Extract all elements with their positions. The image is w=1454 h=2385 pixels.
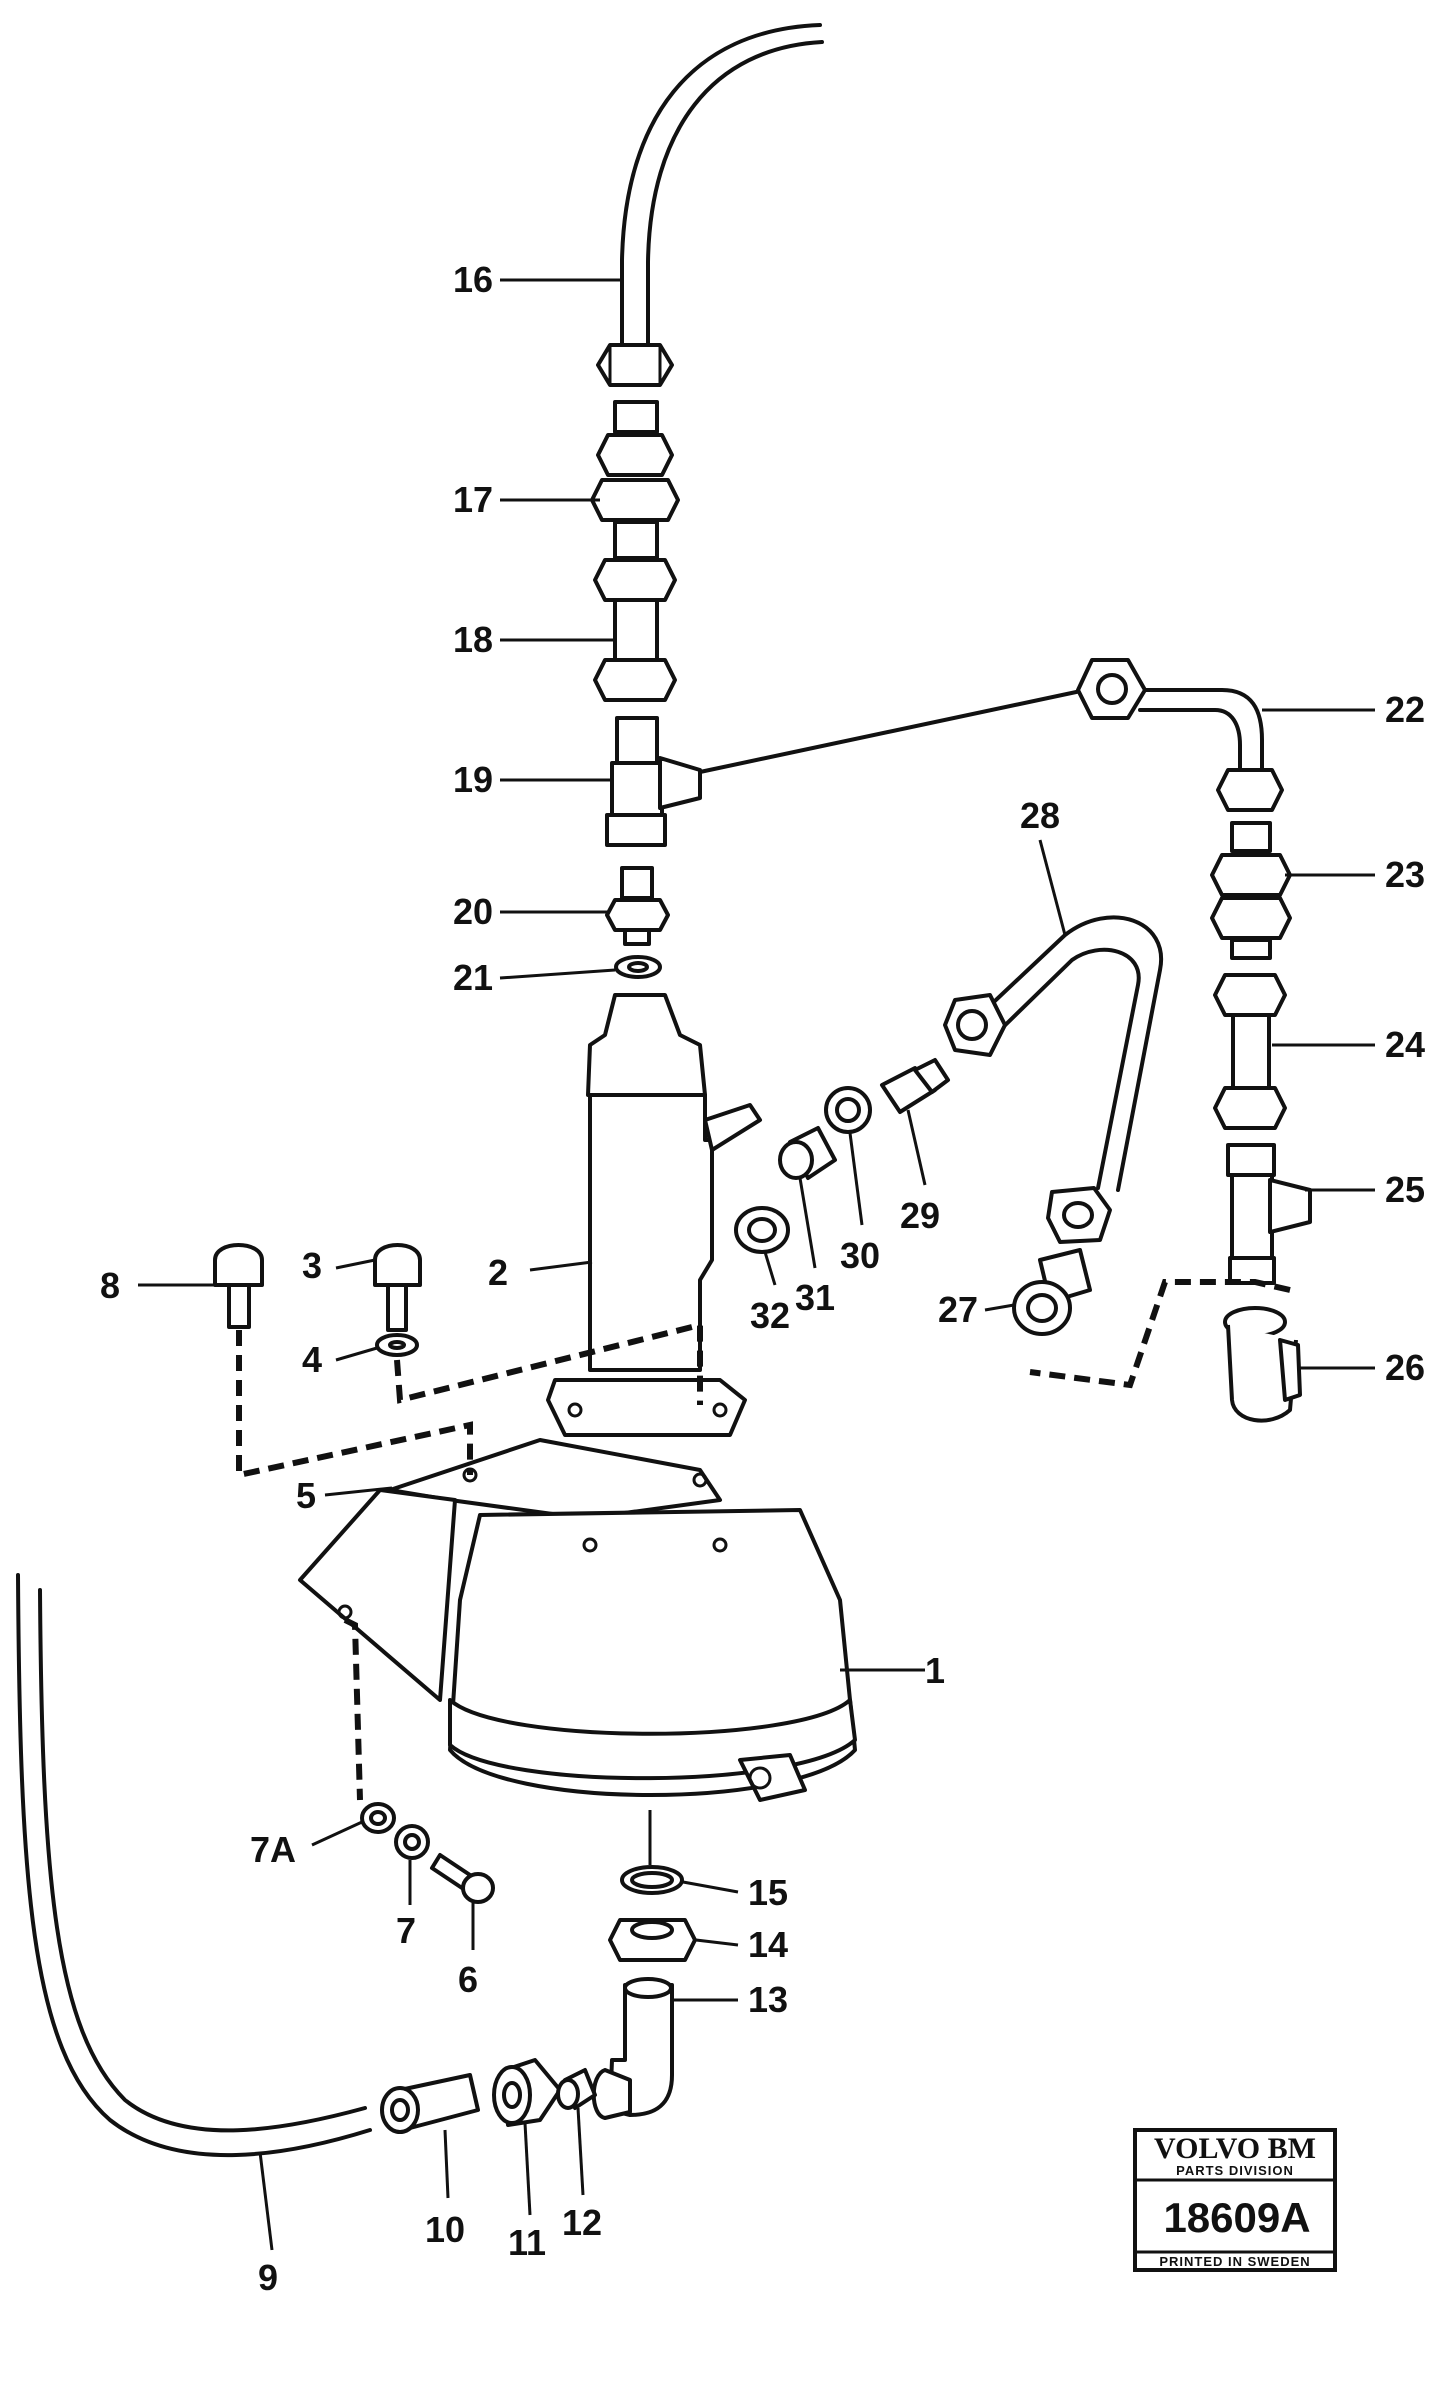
screw-6: [430, 1853, 495, 1904]
label-20: 20: [453, 891, 493, 932]
bracket-5: [298, 1438, 722, 1702]
label-32: 32: [750, 1295, 790, 1336]
label-25: 25: [1385, 1169, 1425, 1210]
union-17: [590, 400, 680, 560]
elbow-26: [1223, 1306, 1302, 1423]
badge-division: PARTS DIVISION: [1176, 2163, 1294, 2178]
washer-7a: [360, 1802, 396, 1834]
label-8: 8: [100, 1265, 120, 1306]
dash-line-8-5: [236, 1330, 473, 1479]
label-30: 30: [840, 1235, 880, 1276]
label-10: 10: [425, 2209, 465, 2250]
label-7: 7: [396, 1910, 416, 1951]
label-21: 21: [453, 957, 493, 998]
pipe-22: [698, 658, 1264, 774]
dash-line-25-27: [1029, 1279, 1291, 1389]
label-9: 9: [258, 2257, 278, 2298]
badge-printed: PRINTED IN SWEDEN: [1159, 2254, 1310, 2269]
label-7a: 7A: [250, 1829, 296, 1870]
washer-32: [734, 1206, 790, 1254]
nut-16: [596, 343, 674, 387]
volvo-bm-badge: VOLVO BM PARTS DIVISION 18609A PRINTED I…: [1133, 2128, 1337, 2272]
nut-22: [1216, 768, 1284, 812]
fitting-29: [880, 1058, 950, 1114]
label-13: 13: [748, 1979, 788, 2020]
label-17: 17: [453, 479, 493, 520]
housing-2: [546, 993, 762, 1437]
nipple-20: [605, 866, 670, 946]
label-23: 23: [1385, 854, 1425, 895]
washer-21: [614, 955, 662, 979]
washer-30: [824, 1086, 872, 1134]
nut-31: [778, 1126, 837, 1180]
label-5: 5: [296, 1475, 316, 1516]
label-6: 6: [458, 1959, 478, 2000]
nut-14: [608, 1918, 697, 1962]
dash-line-5-7a: [343, 1617, 363, 1801]
connector-18: [593, 558, 677, 702]
washer-4: [375, 1333, 419, 1357]
tee-19: [605, 716, 702, 847]
label-11: 11: [508, 2222, 546, 2263]
connector-24: [1213, 973, 1287, 1130]
pipe-9: [16, 1573, 372, 2158]
label-14: 14: [748, 1924, 788, 1965]
bolt-3: [373, 1243, 422, 1332]
label-26: 26: [1385, 1347, 1425, 1388]
label-18: 18: [453, 619, 493, 660]
label-28: 28: [1020, 795, 1060, 836]
dash-line-4-2: [394, 1321, 703, 1405]
label-16: 16: [453, 259, 493, 300]
insert-12: [556, 2068, 597, 2110]
badge-number: 18609A: [1163, 2194, 1310, 2241]
label-22: 22: [1385, 689, 1425, 730]
pipe-16: [620, 23, 824, 347]
washer-7: [394, 1824, 430, 1860]
pipe-28: [943, 915, 1164, 1244]
label-4: 4: [302, 1339, 322, 1380]
label-24: 24: [1385, 1024, 1425, 1065]
label-1: 1: [925, 1650, 945, 1691]
sleeve-10: [380, 2073, 480, 2134]
nut-11: [492, 2058, 562, 2127]
label-31: 31: [795, 1277, 835, 1318]
label-12: 12: [562, 2202, 602, 2243]
label-2: 2: [488, 1252, 508, 1293]
tee-25: [1226, 1143, 1312, 1285]
chamber-1: [448, 1508, 857, 1802]
label-3: 3: [302, 1245, 322, 1286]
label-15: 15: [748, 1872, 788, 1913]
fitting-27: [1012, 1248, 1092, 1336]
bolt-8: [213, 1243, 264, 1329]
label-19: 19: [453, 759, 493, 800]
leader-lines: [138, 278, 1375, 2251]
label-29: 29: [900, 1195, 940, 1236]
badge-brand: VOLVO BM: [1154, 2132, 1316, 2165]
ring-15: [620, 1865, 684, 1895]
fitting-13: [591, 1977, 674, 2120]
union-23: [1210, 821, 1292, 960]
label-27: 27: [938, 1289, 978, 1330]
